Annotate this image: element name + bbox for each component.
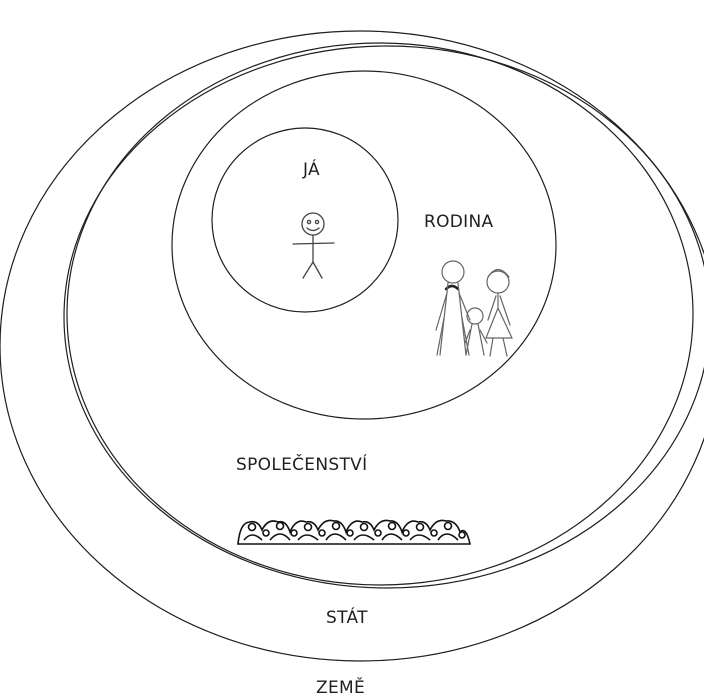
circle-stat	[67, 43, 693, 585]
label-stat: STÁT	[326, 608, 368, 628]
crowd-icon	[238, 520, 470, 544]
family-icon	[436, 261, 512, 356]
label-ja: JÁ	[303, 160, 320, 180]
circle-zeme	[0, 31, 704, 661]
circle-ja	[212, 128, 398, 312]
label-spolecenstvi: SPOLEČENSTVÍ	[236, 455, 367, 475]
stick-figure-icon	[293, 213, 334, 278]
circle-rodina	[172, 71, 556, 419]
label-zeme: ZEMĚ	[316, 678, 365, 698]
label-rodina: RODINA	[424, 212, 493, 232]
